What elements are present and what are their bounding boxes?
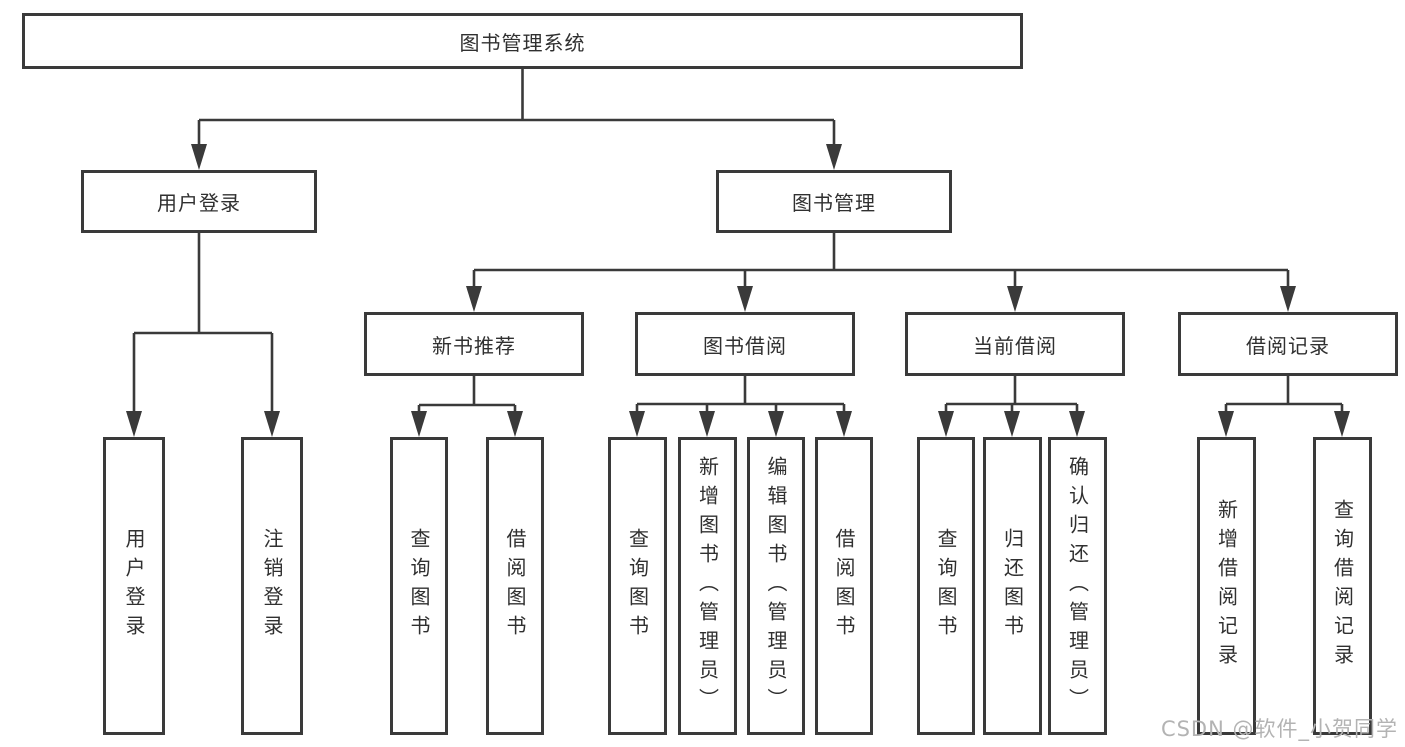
leaf-borrowing-edit-books-admin: 编辑图书（管理员） bbox=[747, 437, 805, 735]
leaf-label: 查询图书 bbox=[625, 528, 650, 644]
leaf-label: 新增借阅记录 bbox=[1214, 499, 1239, 673]
leaf-label: 注销登录 bbox=[260, 528, 284, 644]
leaf-borrowing-borrow-books: 借阅图书 bbox=[815, 437, 873, 735]
leaf-recommend-query-books: 查询图书 bbox=[390, 437, 448, 735]
leaf-current-return-books: 归还图书 bbox=[983, 437, 1042, 735]
leaf-user-login: 用户登录 bbox=[103, 437, 165, 735]
leaf-label: 查询图书 bbox=[934, 528, 958, 644]
node-book-management: 图书管理 bbox=[716, 170, 952, 233]
leaf-label: 用户登录 bbox=[122, 528, 146, 644]
node-book-borrowing: 图书借阅 bbox=[635, 312, 855, 376]
node-label: 新书推荐 bbox=[432, 333, 516, 358]
csdn-watermark: CSDN @软件_小贺同学 bbox=[1160, 717, 1398, 741]
node-label: 图书借阅 bbox=[703, 333, 787, 358]
node-new-book-recommend: 新书推荐 bbox=[364, 312, 584, 376]
node-label: 借阅记录 bbox=[1246, 333, 1330, 358]
leaf-logout: 注销登录 bbox=[241, 437, 303, 735]
leaf-label: 查询借阅记录 bbox=[1330, 499, 1355, 673]
leaf-label: 借阅图书 bbox=[832, 528, 856, 644]
leaf-label: 新增图书（管理员） bbox=[695, 455, 720, 717]
node-borrow-records: 借阅记录 bbox=[1178, 312, 1398, 376]
node-label: 图书管理 bbox=[792, 191, 876, 215]
leaf-current-confirm-return-admin: 确认归还（管理员） bbox=[1048, 437, 1107, 735]
leaf-label: 编辑图书（管理员） bbox=[764, 455, 788, 717]
node-user-login: 用户登录 bbox=[81, 170, 317, 233]
node-current-borrowing: 当前借阅 bbox=[905, 312, 1125, 376]
leaf-records-query-record: 查询借阅记录 bbox=[1313, 437, 1372, 735]
node-label: 用户登录 bbox=[157, 191, 241, 215]
leaf-recommend-borrow-books: 借阅图书 bbox=[486, 437, 544, 735]
leaf-current-query-books: 查询图书 bbox=[917, 437, 975, 735]
node-label: 图书管理系统 bbox=[459, 30, 586, 55]
leaf-label: 确认归还（管理员） bbox=[1065, 455, 1090, 717]
leaf-label: 归还图书 bbox=[1000, 528, 1025, 644]
node-label: 当前借阅 bbox=[973, 333, 1057, 358]
leaf-records-add-record: 新增借阅记录 bbox=[1197, 437, 1256, 735]
leaf-label: 借阅图书 bbox=[503, 528, 527, 644]
leaf-borrowing-add-books-admin: 新增图书（管理员） bbox=[678, 437, 737, 735]
node-library-management-system: 图书管理系统 bbox=[22, 13, 1023, 69]
leaf-borrowing-query-books: 查询图书 bbox=[608, 437, 667, 735]
leaf-label: 查询图书 bbox=[407, 528, 431, 644]
